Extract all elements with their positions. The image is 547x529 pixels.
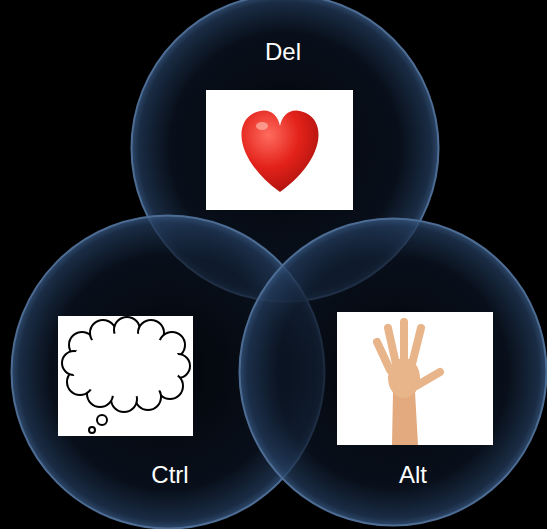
circle-label: Ctrl xyxy=(151,461,188,490)
raised-hand-picture xyxy=(337,312,493,445)
circle-shape xyxy=(240,219,547,526)
circle-label: Del xyxy=(265,38,301,67)
thought-cloud-picture xyxy=(58,316,193,436)
heart-picture xyxy=(206,90,353,210)
circle-label: Alt xyxy=(399,461,427,490)
